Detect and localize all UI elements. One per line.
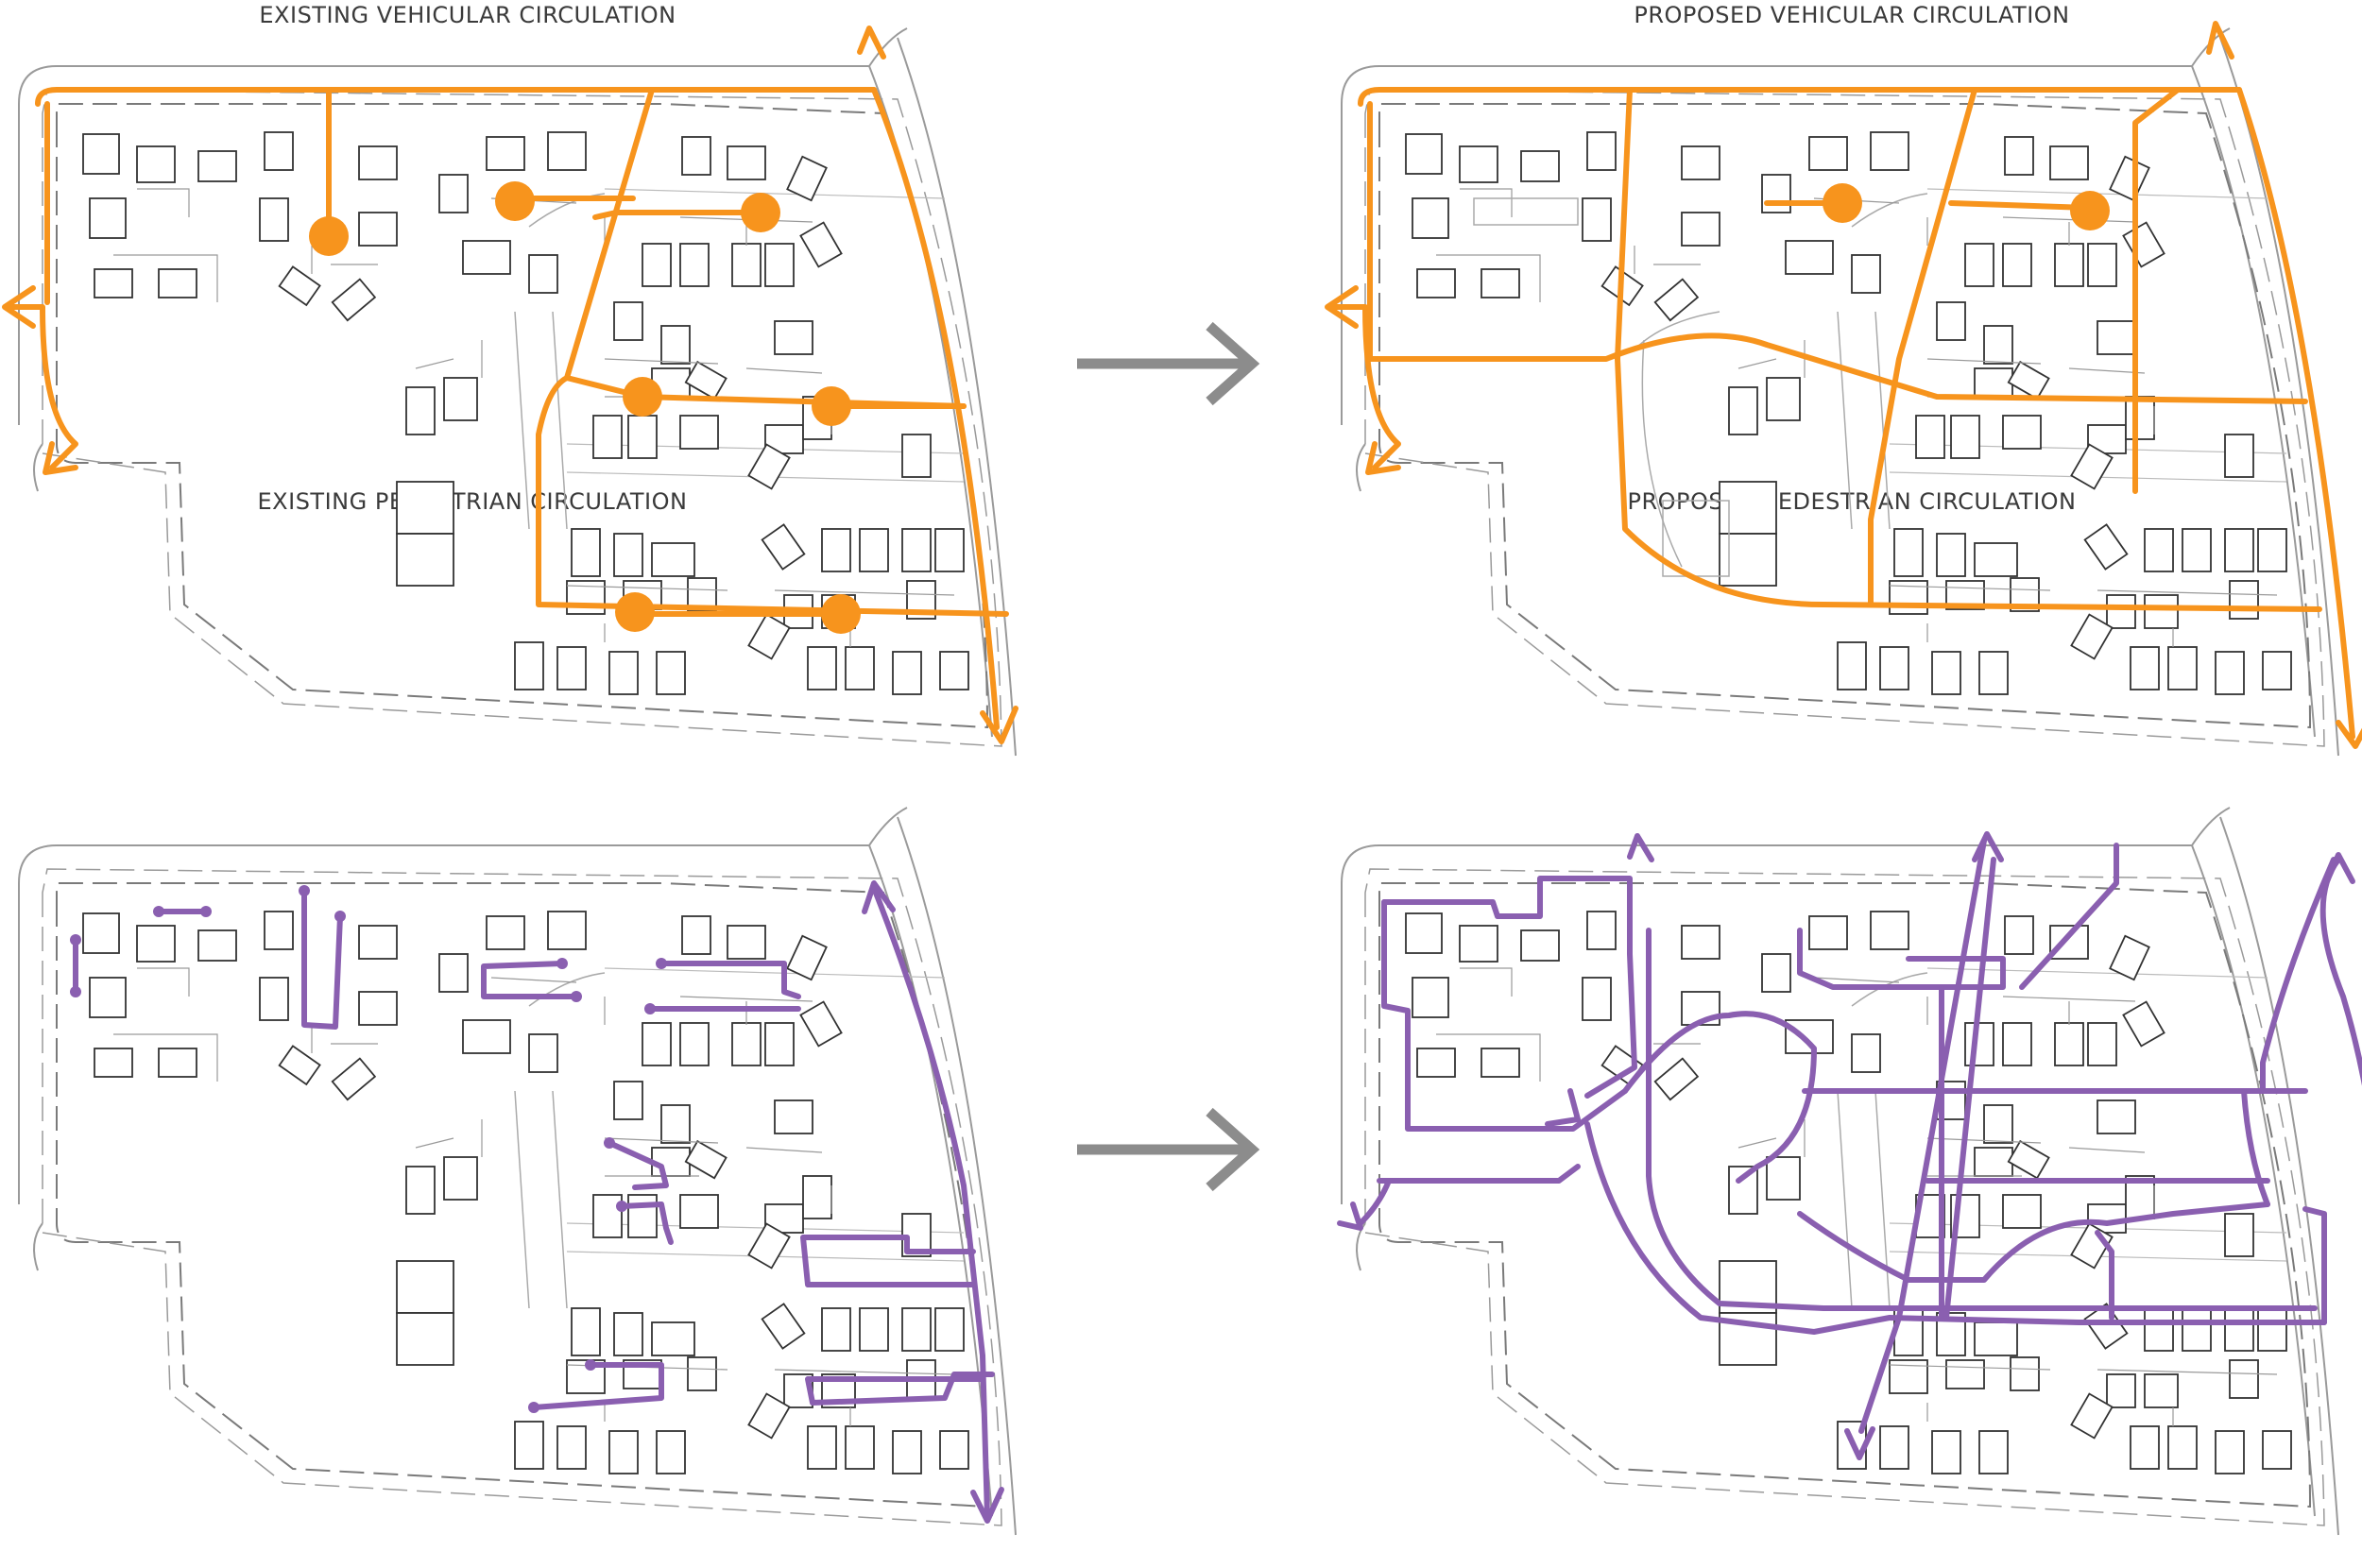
title-existing-vehicular: EXISTING VEHICULAR CIRCULATION: [259, 2, 676, 28]
arrow-right-icon: [1077, 321, 1260, 406]
title-existing-pedestrian: EXISTING PEDESTRIAN CIRCULATION: [257, 488, 688, 515]
pedestrian-paths: [1358, 838, 2362, 1434]
cul-de-sac-nodes: [1823, 183, 2110, 230]
title-proposed-pedestrian: PROPOSED PEDESTRIAN CIRCULATION: [1627, 488, 2077, 515]
arrow-right-icon: [1077, 1107, 1260, 1192]
pedestrian-endpoints: [70, 885, 667, 1413]
vehicular-routes: [1329, 87, 2355, 740]
existing-vehicular-panel: [2, 26, 1018, 757]
cul-de-sac-nodes: [309, 181, 861, 634]
pedestrian-arrowheads: [862, 880, 1004, 1524]
vehicular-routes: [7, 87, 1009, 730]
vehicular-arrowheads: [2, 26, 1018, 744]
proposed-pedestrian-panel: [1337, 807, 2362, 1536]
title-proposed-vehicular: PROPOSED VEHICULAR CIRCULATION: [1634, 2, 2070, 28]
pedestrian-arrowheads: [1337, 831, 2355, 1460]
vehicular-arrowheads: [1325, 21, 2362, 749]
proposed-vehicular-panel: [1325, 21, 2362, 757]
existing-pedestrian-panel: [18, 807, 1017, 1536]
pedestrian-paths: [73, 885, 995, 1519]
